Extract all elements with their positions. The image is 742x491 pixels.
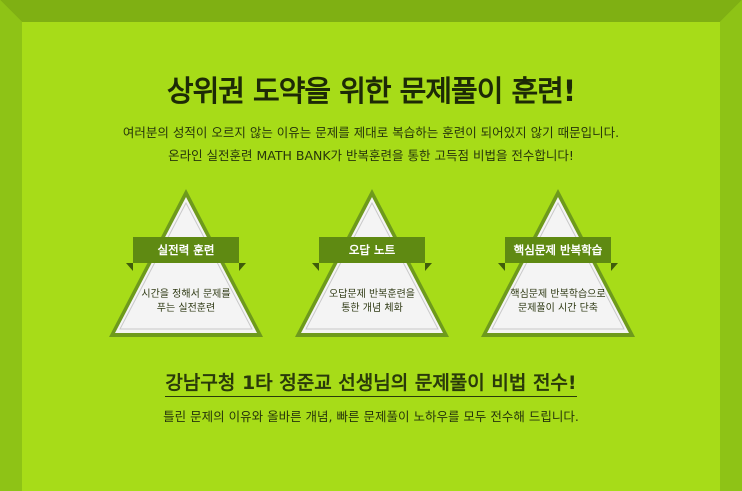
triangle-shape <box>481 189 635 337</box>
page-title: 상위권 도약을 위한 문제풀이 훈련! <box>166 74 576 108</box>
triangle-shape <box>295 189 449 337</box>
intro-description-line-1: 여러분의 성적이 오르지 않는 이유는 문제를 제대로 복습하는 훈련이 되어있… <box>122 125 620 140</box>
feature-card-practice-training: 실전력 훈련 시간을 정해서 문제를 푸는 실전훈련 <box>106 187 266 341</box>
feature-label: 오답 노트 <box>348 243 396 257</box>
triangle-shape <box>109 189 263 337</box>
feature-text: 시간을 정해서 문제를 푸는 실전훈련 <box>141 289 231 314</box>
secondary-title: 강남구청 1타 정준교 선생님의 문제풀이 비법 전수! <box>0 368 742 397</box>
left-frame-edge <box>0 0 22 491</box>
feature-label: 핵심문제 반복학습 <box>513 243 603 257</box>
feature-card-core-repetition: 핵심문제 반복학습 핵심문제 반복학습으로 문제풀이 시간 단축 <box>478 187 638 341</box>
top-frame-strip <box>0 0 742 22</box>
secondary-title-text: 강남구청 1타 정준교 선생님의 문제풀이 비법 전수! <box>165 372 577 397</box>
feature-card-wrong-answer-note: 오답 노트 오답문제 반복훈련을 통한 개념 체화 <box>292 187 452 341</box>
feature-text: 오답문제 반복훈련을 통한 개념 체화 <box>329 289 415 314</box>
feature-label: 실전력 훈련 <box>157 243 215 257</box>
right-frame-edge <box>720 0 742 491</box>
feature-text: 핵심문제 반복학습으로 문제풀이 시간 단축 <box>510 289 606 314</box>
secondary-description: 틀린 문제의 이유와 올바른 개념, 빠른 문제풀이 노하우를 모두 전수해 드… <box>163 409 579 424</box>
intro-description-line-2: 온라인 실전훈련 MATH BANK가 반복훈련을 통한 고득점 비법을 전수합… <box>168 148 574 163</box>
